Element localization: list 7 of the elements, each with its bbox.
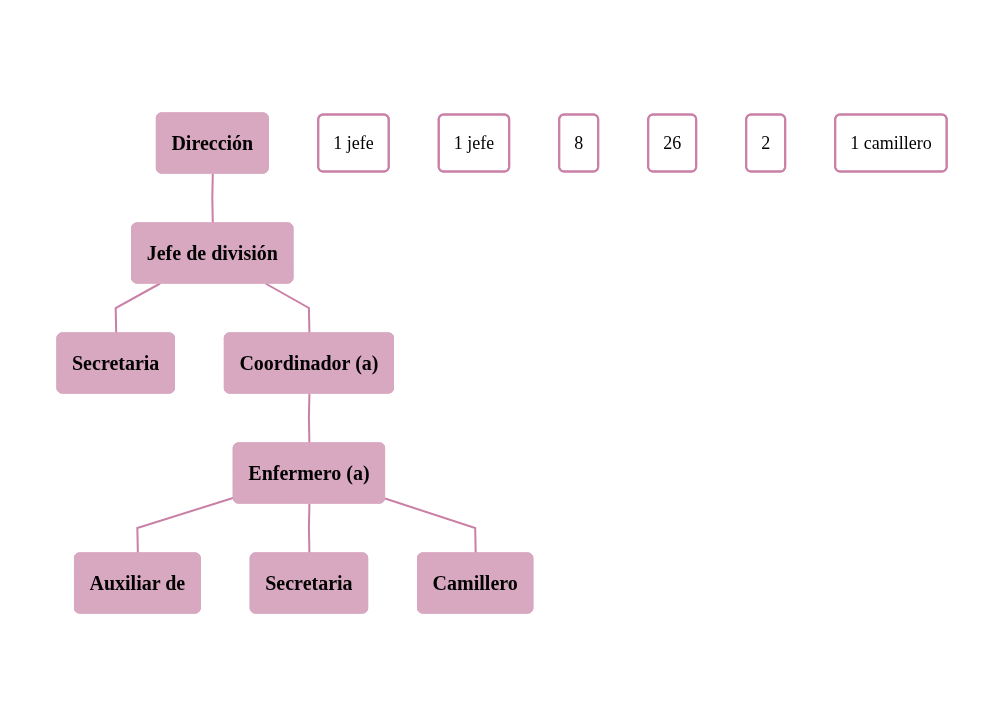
connector bbox=[307, 502, 311, 555]
connector bbox=[211, 172, 214, 225]
connector bbox=[136, 496, 235, 555]
connector bbox=[307, 392, 311, 445]
connector bbox=[114, 282, 161, 335]
connector bbox=[383, 497, 477, 555]
connector bbox=[264, 282, 311, 335]
